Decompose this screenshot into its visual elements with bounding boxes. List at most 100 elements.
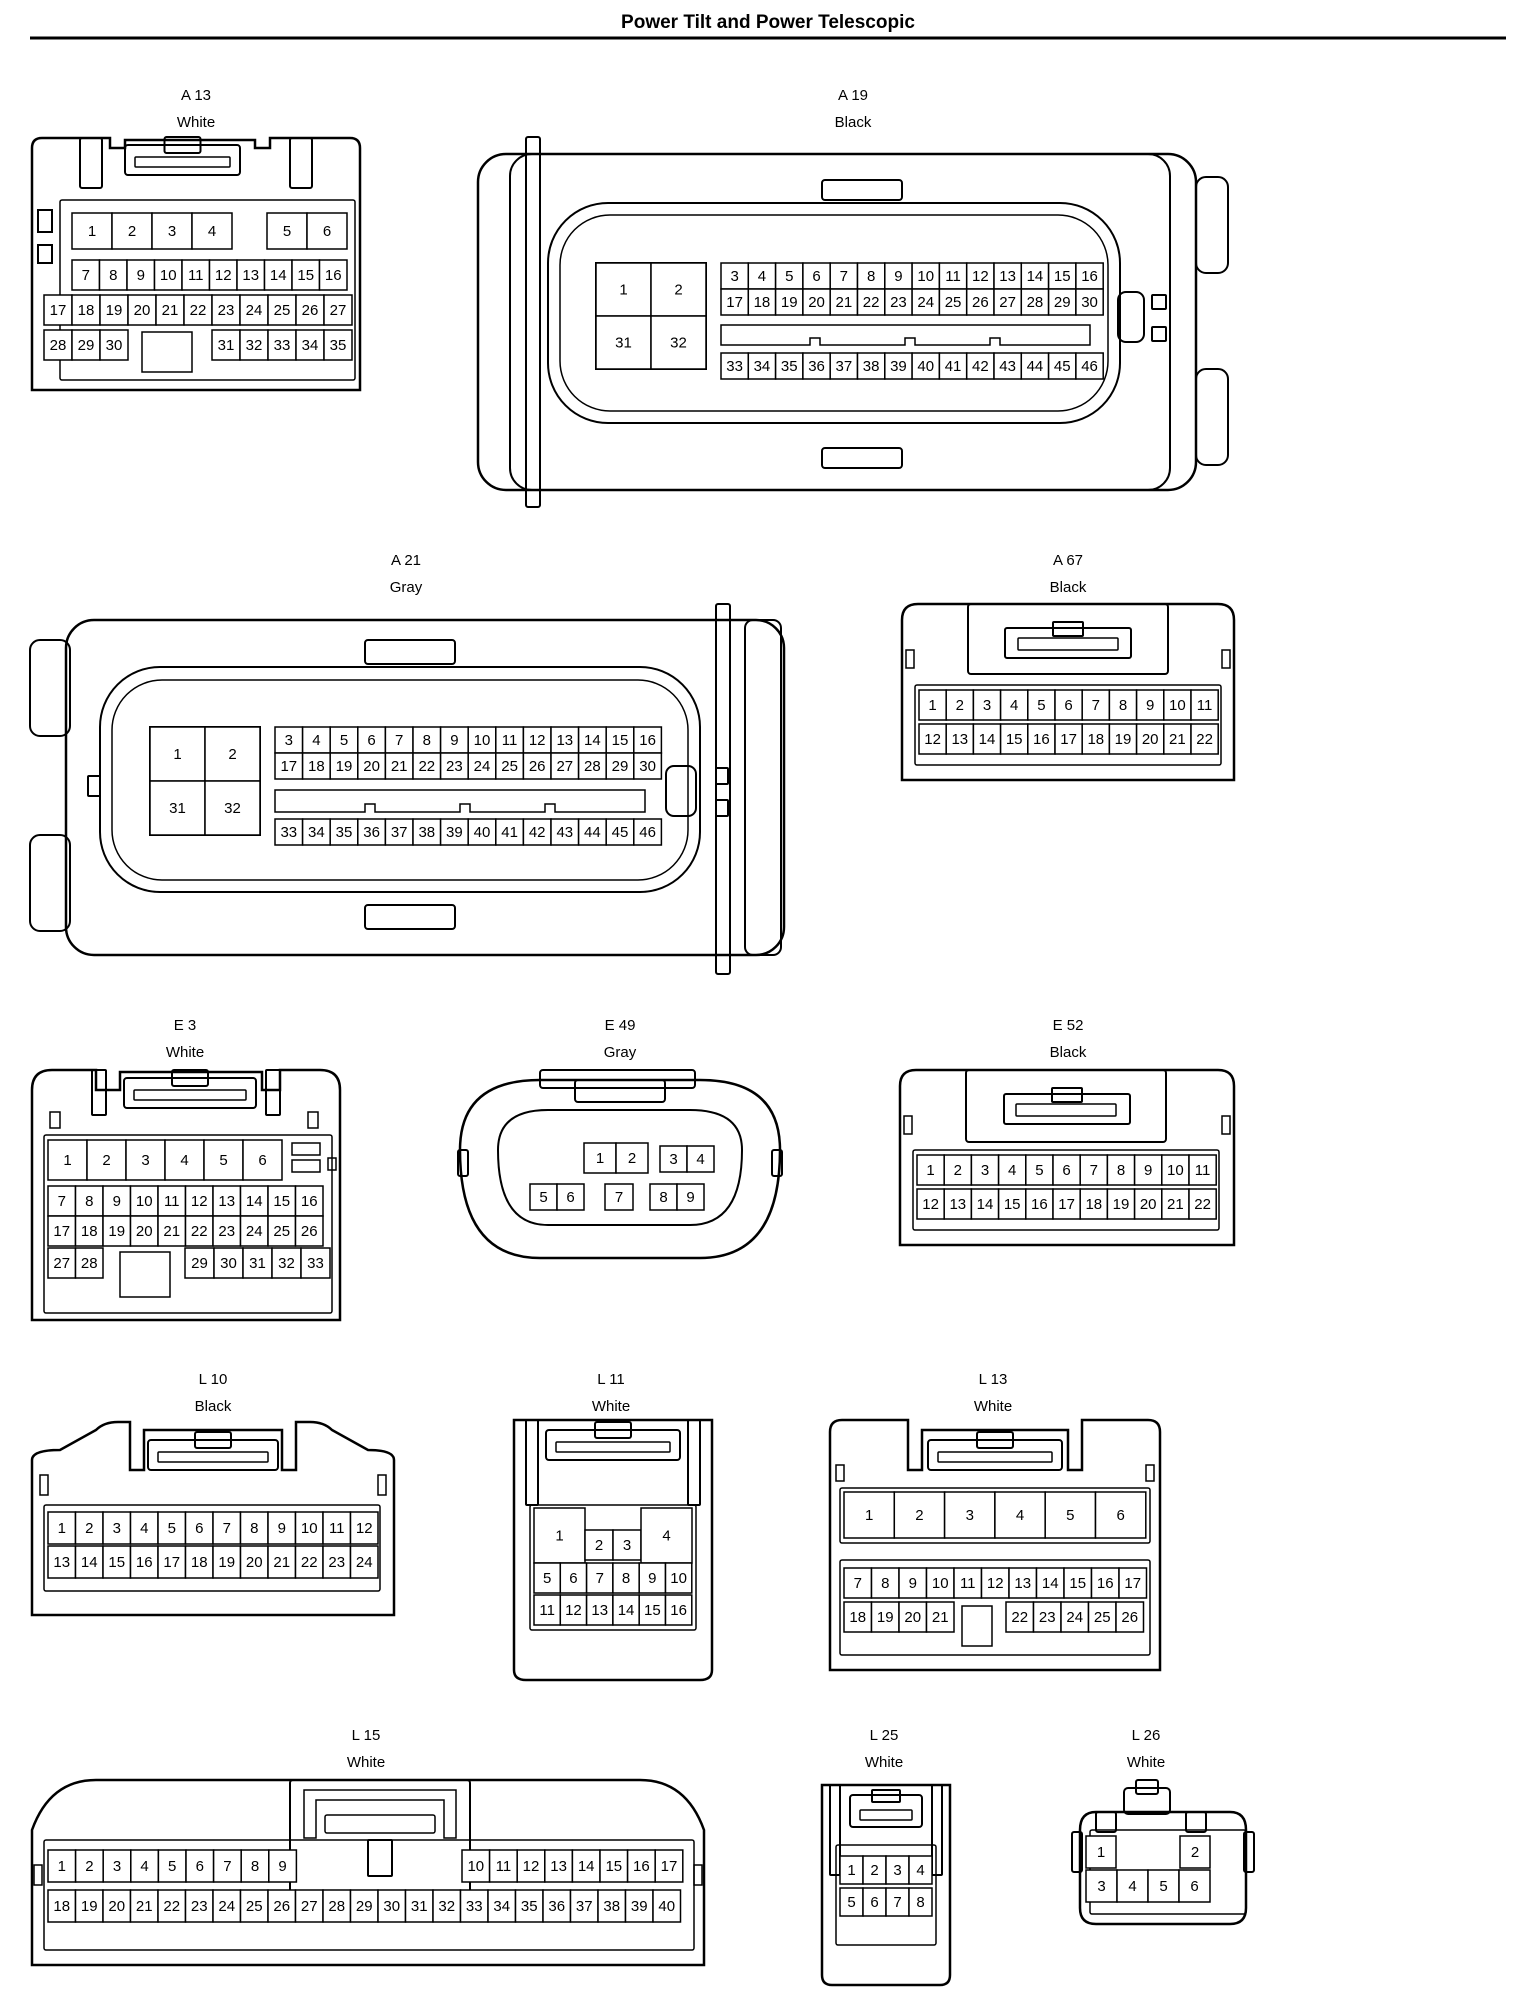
pin-number: 1 <box>58 1520 66 1537</box>
pin-number: 31 <box>249 1255 266 1272</box>
pin-cell <box>1190 689 1219 721</box>
housing-outline <box>265 1069 281 1116</box>
pin-number: 7 <box>223 1858 231 1875</box>
pin-number: 43 <box>556 824 573 841</box>
pin-cell <box>1063 1567 1093 1599</box>
pin-number: 11 <box>502 732 518 749</box>
pin-cell <box>597 1889 627 1923</box>
pin-number: 8 <box>881 1575 889 1592</box>
pin-cell <box>267 1215 297 1247</box>
housing-outline <box>1071 1831 1083 1873</box>
pin-number: 15 <box>1054 268 1071 285</box>
housing-outline <box>133 1089 247 1101</box>
pin-number: 34 <box>308 824 325 841</box>
housing-outline <box>693 1864 703 1886</box>
pin-number: 30 <box>383 1898 400 1915</box>
pin-number: 9 <box>909 1575 917 1592</box>
pin-number: 4 <box>312 732 320 749</box>
pin-number: 24 <box>917 294 934 311</box>
pin-number: 19 <box>877 1609 894 1626</box>
housing-outline <box>30 1420 396 1617</box>
pin-number: 3 <box>168 223 176 240</box>
pin-cell <box>98 259 128 291</box>
pin-cell <box>615 1142 649 1174</box>
pin-number: 13 <box>242 267 259 284</box>
pin-number: 7 <box>223 1520 231 1537</box>
pin-number: 26 <box>1121 1609 1138 1626</box>
pin-number: 9 <box>450 732 458 749</box>
pin-number: 11 <box>188 267 204 284</box>
connector-color: White <box>347 1754 385 1771</box>
housing-outline <box>1221 1115 1231 1135</box>
pin-cell <box>997 1154 1027 1186</box>
housing-outline <box>194 1431 232 1449</box>
pin-number: 3 <box>981 1162 989 1179</box>
housing-outline <box>141 331 193 373</box>
housing-outline <box>1051 1087 1083 1103</box>
pin-number: 25 <box>945 294 962 311</box>
housing-outline <box>1151 326 1167 342</box>
pin-cell <box>638 1594 667 1626</box>
pin-number: 2 <box>228 746 236 763</box>
pin-cell <box>47 1139 88 1181</box>
pin-number: 9 <box>894 268 902 285</box>
pin-cell <box>322 1889 352 1923</box>
pin-cell <box>212 1215 242 1247</box>
pin-number: 18 <box>1087 731 1104 748</box>
pin-number: 10 <box>160 267 177 284</box>
housing-outline <box>171 1069 209 1087</box>
pin-number: 20 <box>134 302 151 319</box>
pin-cell <box>267 1545 297 1579</box>
pin-number: 32 <box>246 337 263 354</box>
pin-number: 19 <box>781 294 798 311</box>
pin-number: 27 <box>999 294 1016 311</box>
pin-number: 16 <box>1097 1575 1114 1592</box>
pin-cell <box>1163 723 1192 755</box>
pin-number: 28 <box>50 337 67 354</box>
pin-number: 10 <box>1169 697 1186 714</box>
pin-cell <box>323 294 353 326</box>
pin-cell <box>918 689 947 721</box>
pin-cell <box>203 1139 244 1181</box>
pin-cell <box>191 212 233 250</box>
pin-number: 2 <box>628 1150 636 1167</box>
pin-cell <box>569 1889 599 1923</box>
pin-cell <box>267 329 297 361</box>
pin-cell <box>577 818 607 846</box>
pin-number: 6 <box>258 1152 266 1169</box>
connector-color: White <box>177 114 215 131</box>
pin-cell <box>633 752 663 780</box>
pin-cell <box>1075 288 1104 316</box>
pin-cell <box>945 689 975 721</box>
pin-number: 33 <box>466 1898 483 1915</box>
connector-color: White <box>592 1398 630 1415</box>
pin-number: 29 <box>78 337 95 354</box>
pin-cell <box>908 1887 933 1917</box>
housing-outline <box>821 179 903 201</box>
pin-cell <box>185 1849 215 1883</box>
pin-number: 25 <box>1094 1609 1111 1626</box>
pin-number: 1 <box>1097 1844 1105 1861</box>
pin-number: 25 <box>501 758 518 775</box>
pin-number: 12 <box>215 267 232 284</box>
page-title: Power Tilt and Power Telescopic <box>621 12 915 33</box>
pin-number: 22 <box>1196 731 1213 748</box>
pin-cell <box>1085 1869 1118 1903</box>
housing-outline <box>458 1078 782 1260</box>
pin-number: 4 <box>758 268 766 285</box>
pin-cell <box>318 259 348 291</box>
pin-cell <box>925 1601 955 1633</box>
pin-cell <box>1087 1601 1117 1633</box>
pin-cell <box>1081 689 1111 721</box>
pin-number: 43 <box>999 358 1016 375</box>
pin-cell <box>329 752 359 780</box>
connector-id: L 10 <box>199 1371 228 1388</box>
pin-cell <box>102 1545 132 1579</box>
pin-number: 29 <box>612 758 629 775</box>
pin-number: 8 <box>423 732 431 749</box>
pin-number: 17 <box>1060 731 1077 748</box>
pin-number: 13 <box>951 731 968 748</box>
pin-number: 14 <box>246 1193 263 1210</box>
pin-cell <box>459 1889 489 1923</box>
housing-outline <box>1052 621 1084 637</box>
